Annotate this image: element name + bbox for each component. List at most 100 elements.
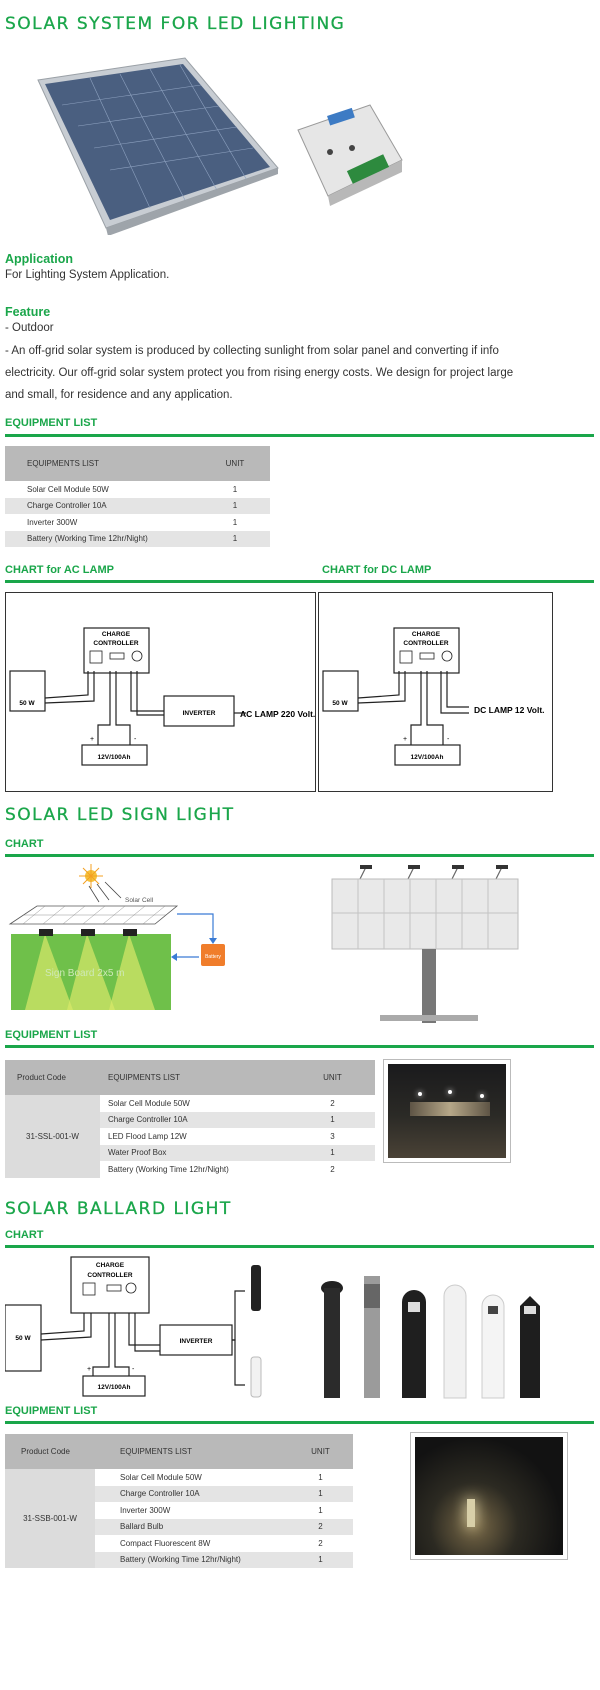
diagram-label: 50 W bbox=[19, 700, 35, 707]
diagram-label: + bbox=[87, 1366, 91, 1373]
table-cell: Battery (Working Time 12hr/Night) bbox=[95, 1551, 288, 1568]
divider bbox=[5, 1045, 594, 1048]
battery-icon bbox=[419, 652, 435, 660]
flood-lamp-icon bbox=[39, 929, 53, 936]
diagram-label: - bbox=[447, 736, 450, 743]
table-cell: Water Proof Box bbox=[100, 1144, 290, 1161]
diagram-label: CONTROLLER bbox=[87, 1272, 132, 1279]
equipment-list-heading: EQUIPMENT LIST bbox=[5, 1405, 98, 1417]
section-title-sign-light: SOLAR LED SIGN LIGHT bbox=[5, 805, 235, 825]
solar-cell-label: Solar Cell bbox=[125, 897, 154, 904]
product-code: 31-SSL-001-W bbox=[5, 1095, 100, 1178]
table-header: UNIT bbox=[288, 1434, 353, 1469]
table-cell: 2 bbox=[330, 1164, 335, 1174]
application-heading: Application bbox=[5, 252, 74, 266]
table-row: Solar Cell Module 50W 1 bbox=[5, 481, 270, 498]
ac-lamp-diagram: CHARGE CONTROLLER 50 W INVERTER 12V/100A… bbox=[5, 592, 316, 792]
diagram-label: CHARGE bbox=[96, 1262, 125, 1269]
ac-chart-heading: CHART for AC LAMP bbox=[5, 564, 114, 576]
panel-box bbox=[9, 670, 46, 712]
table-cell: 2 bbox=[288, 1518, 353, 1535]
application-text: For Lighting System Application. bbox=[5, 269, 170, 281]
diagram-label: 50 W bbox=[332, 700, 348, 707]
diagram-label: - bbox=[134, 736, 137, 743]
table-row: Battery (Working Time 12hr/Night)1 bbox=[5, 530, 270, 547]
battery-icon bbox=[109, 652, 125, 660]
dc-lamp-diagram: CHARGE CONTROLLER 50 W 12V/100Ah DC LAMP… bbox=[318, 592, 553, 792]
equipment-table: EQUIPMENTS LIST UNIT Solar Cell Module 5… bbox=[5, 446, 270, 547]
bollard-products-image bbox=[321, 1276, 540, 1399]
equipment-table: Product Code EQUIPMENTS LIST UNIT 31-SSL… bbox=[5, 1060, 375, 1178]
table-header: UNIT bbox=[290, 1060, 375, 1095]
charge-controller-image bbox=[297, 104, 403, 206]
section-title-ballard-light: SOLAR BALLARD LIGHT bbox=[5, 1199, 232, 1219]
table-header: Product Code bbox=[5, 1434, 95, 1469]
table-cell: Solar Cell Module 50W bbox=[108, 1098, 190, 1108]
product-code: 31-SSB-001-W bbox=[5, 1469, 95, 1568]
table-header: EQUIPMENTS LIST bbox=[5, 446, 200, 481]
section-title-solar-system: SOLAR SYSTEM FOR LED LIGHTING bbox=[5, 14, 346, 34]
divider bbox=[5, 434, 594, 437]
lamp-icon bbox=[125, 1282, 137, 1294]
table-cell: Solar Cell Module 50W bbox=[120, 1472, 202, 1482]
table-row: 31-SSL-001-W Solar Cell Module 50W 2 bbox=[5, 1095, 375, 1178]
table-cell: Charge Controller 10A bbox=[100, 1111, 290, 1128]
table-cell: 1 bbox=[288, 1551, 353, 1568]
diagram-label: - bbox=[132, 1366, 135, 1373]
bollard-icon bbox=[251, 1265, 261, 1311]
diagram-label: 12V/100Ah bbox=[98, 1384, 131, 1391]
table-header: EQUIPMENTS LIST bbox=[95, 1434, 288, 1469]
table-row: Battery (Working Time 12hr/Night)1 bbox=[5, 1551, 353, 1568]
table-cell: Battery (Working Time 12hr/Night) bbox=[108, 1164, 229, 1174]
diagram-label: 12V/100Ah bbox=[98, 754, 131, 761]
feature-item: and small, for residence and any applica… bbox=[5, 389, 233, 401]
feature-heading: Feature bbox=[5, 305, 51, 319]
equipment-table: Product Code EQUIPMENTS LIST UNIT 31-SSB… bbox=[5, 1434, 353, 1568]
diagram-label: CHARGE bbox=[412, 631, 441, 638]
billboard-image bbox=[331, 865, 519, 1023]
table-cell: 3 bbox=[330, 1131, 335, 1141]
table-cell: Charge Controller 10A bbox=[95, 1485, 288, 1502]
divider bbox=[5, 580, 594, 583]
lamp-icon bbox=[441, 650, 453, 662]
feature-item: electricity. Our off-grid solar system p… bbox=[5, 367, 514, 379]
table-cell: 2 bbox=[330, 1098, 335, 1108]
table-header: EQUIPMENTS LIST bbox=[100, 1060, 290, 1095]
table-cell: 1 bbox=[290, 1111, 375, 1128]
display-icon bbox=[89, 650, 103, 664]
diagram-label: CHARGE bbox=[102, 631, 131, 638]
feature-item: - An off-grid solar system is produced b… bbox=[5, 345, 499, 357]
battery-box bbox=[81, 744, 148, 766]
table-cell: Ballard Bulb bbox=[95, 1518, 288, 1535]
battery-box bbox=[201, 944, 225, 966]
dc-chart-heading: CHART for DC LAMP bbox=[322, 564, 432, 576]
diagram-label: 12V/100Ah bbox=[411, 754, 444, 761]
diagram-label: + bbox=[403, 736, 407, 743]
table-row: Battery (Working Time 12hr/Night) 2 bbox=[5, 1161, 375, 1178]
table-cell: 1 bbox=[232, 517, 238, 527]
flood-lamp-icon bbox=[123, 929, 137, 936]
table-header: Product Code bbox=[5, 1060, 100, 1095]
display-icon bbox=[82, 1282, 96, 1296]
table-cell: LED Flood Lamp 12W bbox=[108, 1131, 187, 1141]
divider bbox=[5, 854, 594, 857]
chart-heading: CHART bbox=[5, 838, 44, 850]
diagram-label: AC LAMP 220 Volt. bbox=[240, 709, 315, 719]
diagram-label: CONTROLLER bbox=[93, 640, 138, 647]
table-cell: Charge Controller 10A bbox=[5, 497, 200, 514]
display-icon bbox=[399, 650, 413, 664]
table-cell: 1 bbox=[318, 1505, 323, 1515]
table-cell: Solar Cell Module 50W bbox=[27, 484, 109, 494]
table-cell: 1 bbox=[288, 1485, 353, 1502]
table-row: Compact Fluorescent 8W 2 bbox=[5, 1535, 353, 1552]
solar-panel-image bbox=[37, 57, 279, 235]
table-cell: Compact Fluorescent 8W bbox=[120, 1538, 211, 1548]
table-cell: 1 bbox=[232, 484, 238, 494]
table-cell: 2 bbox=[318, 1538, 323, 1548]
equipment-list-heading: EQUIPMENT LIST bbox=[5, 417, 98, 429]
bollard-icon bbox=[250, 1356, 262, 1398]
